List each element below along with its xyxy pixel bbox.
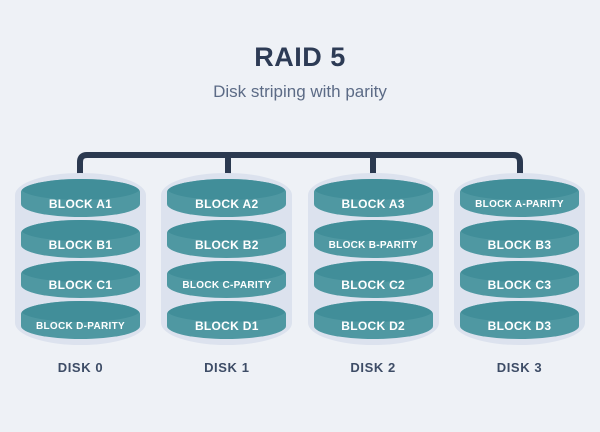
disk-0: BLOCK A1 BLOCK B1 BLOCK C1 BLOCK D-PARIT… — [15, 173, 146, 375]
disk-row: BLOCK A1 BLOCK B1 BLOCK C1 BLOCK D-PARIT… — [0, 173, 600, 375]
disk-0-block-2: BLOCK C1 — [21, 260, 140, 299]
disk-3-block-3: BLOCK D3 — [459, 301, 579, 339]
diagram-header: RAID 5 Disk striping with parity — [0, 0, 600, 101]
page-title: RAID 5 — [254, 42, 346, 72]
block-label: BLOCK A-PARITY — [475, 198, 564, 210]
disk-0-block-1: BLOCK B1 — [21, 219, 140, 258]
block-label: BLOCK D3 — [487, 319, 552, 333]
disk-0-label: DISK 0 — [57, 360, 104, 375]
disk-2-block-3: BLOCK D2 — [313, 301, 433, 339]
disk-3-block-0: BLOCK A-PARITY — [459, 179, 579, 217]
block-label: BLOCK D1 — [194, 319, 259, 333]
disk-1-cylinder: BLOCK A2 BLOCK B2 BLOCK C-PARITY BLOCK D… — [161, 173, 293, 345]
disk-2-cylinder: BLOCK A3 BLOCK B-PARITY BLOCK C2 BLOCK D… — [307, 173, 439, 345]
block-label: BLOCK A1 — [48, 196, 113, 211]
disk-1-label: DISK 1 — [204, 360, 250, 375]
disk-2-block-1: BLOCK B-PARITY — [313, 219, 433, 258]
block-label: BLOCK B3 — [487, 237, 552, 252]
disk-1-block-1: BLOCK B2 — [167, 219, 287, 258]
block-label: BLOCK C2 — [341, 278, 406, 293]
disk-3-block-2: BLOCK C3 — [459, 260, 579, 299]
block-label: BLOCK A3 — [341, 196, 405, 211]
disk-2: BLOCK A3 BLOCK B-PARITY BLOCK C2 BLOCK D… — [307, 173, 439, 375]
disk-3: BLOCK A-PARITY BLOCK B3 BLOCK C3 BLOCK D… — [453, 173, 585, 375]
disk-1-block-3: BLOCK D1 — [167, 301, 287, 339]
block-label: BLOCK D2 — [341, 319, 406, 333]
block-label: BLOCK C-PARITY — [182, 280, 272, 292]
disk-0-cylinder: BLOCK A1 BLOCK B1 BLOCK C1 BLOCK D-PARIT… — [15, 173, 146, 345]
disk-2-block-2: BLOCK C2 — [313, 260, 433, 299]
disk-3-cylinder: BLOCK A-PARITY BLOCK B3 BLOCK C3 BLOCK D… — [453, 173, 585, 345]
disk-1-block-2: BLOCK C-PARITY — [167, 260, 287, 299]
disk-0-block-3: BLOCK D-PARITY — [21, 301, 140, 339]
block-label: BLOCK A2 — [195, 196, 259, 211]
block-label: BLOCK C1 — [48, 278, 113, 293]
block-label: BLOCK B2 — [194, 237, 259, 252]
block-label: BLOCK C3 — [487, 278, 552, 293]
disk-1-block-0: BLOCK A2 — [167, 179, 287, 217]
block-label: BLOCK B-PARITY — [328, 239, 418, 251]
disk-3-block-1: BLOCK B3 — [459, 219, 579, 258]
block-label: BLOCK D-PARITY — [35, 321, 125, 332]
disk-2-block-0: BLOCK A3 — [313, 179, 433, 217]
page-subtitle: Disk striping with parity — [213, 82, 387, 101]
disk-0-block-0: BLOCK A1 — [21, 179, 140, 217]
block-label: BLOCK B1 — [48, 237, 113, 252]
disk-2-label: DISK 2 — [350, 360, 396, 375]
disk-3-label: DISK 3 — [496, 360, 543, 375]
disk-1: BLOCK A2 BLOCK B2 BLOCK C-PARITY BLOCK D… — [161, 173, 293, 375]
